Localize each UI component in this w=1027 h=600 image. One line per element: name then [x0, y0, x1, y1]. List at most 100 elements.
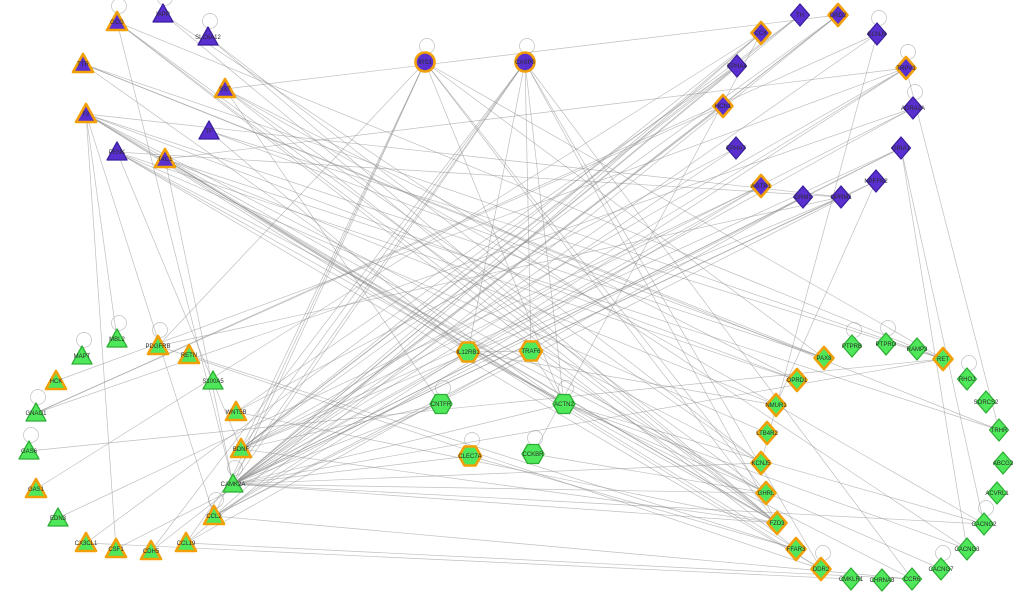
node-NMUR1[interactable]: NMUR1 [765, 392, 787, 418]
node-MBL2[interactable]: MBL2 [106, 328, 128, 348]
diamond-node-shape[interactable] [830, 185, 852, 209]
node-TAC1[interactable]: TAC1 [153, 147, 177, 169]
node-CACNG3[interactable]: CACNG3 [954, 537, 980, 561]
node-PENK[interactable]: PENK [106, 141, 128, 161]
triangle-node-shape[interactable] [224, 400, 248, 422]
triangle-node-shape[interactable] [105, 10, 129, 32]
hexagon-node-shape[interactable] [429, 393, 453, 415]
diamond-node-shape[interactable] [750, 20, 772, 46]
triangle-node-shape[interactable] [74, 102, 98, 124]
diamond-node-shape[interactable] [725, 136, 747, 160]
node-KCNJ9[interactable]: KCNJ9 [866, 22, 888, 46]
diamond-node-shape[interactable] [895, 55, 917, 81]
node-CX3CL1[interactable]: CX3CL1 [75, 531, 98, 553]
diamond-node-shape[interactable] [973, 512, 995, 536]
diamond-node-shape[interactable] [755, 480, 777, 506]
node-CCKBR[interactable]: CCKBR [521, 443, 545, 465]
node-CMKLR1[interactable]: CMKLR1 [839, 567, 864, 591]
node-OPRD1[interactable]: OPRD1 [786, 367, 808, 393]
node-TH[interactable]: TH [789, 3, 811, 27]
node-HCK[interactable]: HCK [44, 369, 68, 391]
node-F2[interactable]: F2 [74, 102, 98, 124]
node-ACTN2[interactable]: ACTN2 [552, 393, 576, 415]
node-EDN3[interactable]: EDN3 [47, 507, 69, 527]
triangle-node-shape[interactable] [24, 477, 48, 499]
node-TF[interactable]: TF [198, 120, 220, 140]
diamond-node-shape[interactable] [956, 537, 978, 561]
node-CCL19[interactable]: CCL19 [174, 531, 198, 553]
diamond-node-shape[interactable] [890, 136, 912, 160]
node-FFAR3[interactable]: FFAR3 [785, 536, 807, 562]
node-ACVRL1[interactable]: ACVRL1 [985, 481, 1009, 505]
diamond-node-shape[interactable] [786, 367, 808, 393]
node-FZD3[interactable]: FZD3 [766, 510, 788, 536]
hexagon-node-shape[interactable] [455, 341, 481, 363]
node-RETN[interactable]: RETN [177, 343, 201, 365]
triangle-node-shape[interactable] [198, 120, 220, 140]
node-TTR[interactable]: TTR [71, 52, 95, 74]
diamond-node-shape[interactable] [906, 337, 928, 361]
triangle-node-shape[interactable] [44, 369, 68, 391]
triangle-node-shape[interactable] [106, 141, 128, 161]
node-GNAO1[interactable]: GNAO1 [25, 402, 47, 422]
node-NPFFR2[interactable]: NPFFR2 [864, 169, 888, 193]
node-GCG[interactable]: GCG [105, 10, 129, 32]
diamond-node-shape[interactable] [792, 185, 814, 209]
diamond-node-shape[interactable] [785, 536, 807, 562]
node-CNTFR[interactable]: CNTFR [429, 393, 453, 415]
node-CCL2[interactable]: CCL2 [202, 504, 226, 526]
diamond-node-shape[interactable] [866, 22, 888, 46]
node-IL12RB1[interactable]: IL12RB1 [455, 341, 481, 363]
node-RET[interactable]: RET [932, 346, 954, 372]
diamond-node-shape[interactable] [789, 3, 811, 27]
node-HCN1[interactable]: HCN1 [712, 93, 734, 119]
node-BDNF[interactable]: BDNF [229, 437, 253, 459]
diamond-node-shape[interactable] [765, 392, 787, 418]
triangle-node-shape[interactable] [18, 440, 40, 460]
ellipse-node-shape[interactable] [514, 51, 536, 73]
diamond-node-shape[interactable] [726, 54, 748, 78]
diamond-node-shape[interactable] [750, 450, 772, 476]
diamond-node-shape[interactable] [986, 481, 1008, 505]
node-ABCG2[interactable]: ABCG2 [992, 451, 1014, 475]
triangle-node-shape[interactable] [71, 345, 93, 365]
diamond-node-shape[interactable] [992, 451, 1014, 475]
node-TRAF6[interactable]: TRAF6 [518, 340, 544, 362]
node-CLEC7A[interactable]: CLEC7A [457, 445, 483, 467]
diamond-node-shape[interactable] [975, 390, 997, 414]
triangle-node-shape[interactable] [47, 507, 69, 527]
diamond-node-shape[interactable] [930, 557, 952, 581]
diamond-node-shape[interactable] [902, 96, 924, 120]
node-S100A5[interactable]: S100A5 [202, 370, 224, 390]
node-CACNG7[interactable]: CACNG7 [928, 557, 954, 581]
node-TRHR[interactable]: TRHR [988, 418, 1010, 442]
node-ADRA2A[interactable]: ADRA2A [901, 96, 925, 120]
diamond-node-shape[interactable] [871, 568, 893, 592]
triangle-node-shape[interactable] [25, 402, 47, 422]
node-AGTR1[interactable]: AGTR1 [750, 173, 772, 199]
node-GRM1[interactable]: GRM1 [792, 185, 814, 209]
diamond-node-shape[interactable] [813, 345, 835, 371]
node-RAMP3[interactable]: RAMP3 [906, 337, 928, 361]
node-DRD2[interactable]: DRD2 [827, 2, 849, 28]
diamond-node-shape[interactable] [901, 567, 923, 591]
triangle-node-shape[interactable] [146, 334, 170, 356]
node-CCR6[interactable]: CCR6 [901, 567, 923, 591]
triangle-node-shape[interactable] [202, 370, 224, 390]
triangle-node-shape[interactable] [71, 52, 95, 74]
node-OPRM1[interactable]: OPRM1 [830, 185, 852, 209]
node-GAS1[interactable]: GAS1 [24, 477, 48, 499]
node-GAS6[interactable]: GAS6 [18, 440, 40, 460]
node-CDH5[interactable]: CDH5 [139, 539, 163, 561]
node-RHOJ[interactable]: RHOJ [956, 367, 978, 391]
node-SST[interactable]: SST [213, 77, 237, 99]
diamond-node-shape[interactable] [875, 332, 897, 356]
diamond-node-shape[interactable] [841, 334, 863, 358]
node-SLC6A12[interactable]: SLC6A12 [195, 26, 222, 46]
triangle-node-shape[interactable] [174, 531, 198, 553]
node-LTB4R2[interactable]: LTB4R2 [756, 420, 778, 446]
hexagon-node-shape[interactable] [552, 393, 576, 415]
node-CSF1[interactable]: CSF1 [104, 537, 128, 559]
